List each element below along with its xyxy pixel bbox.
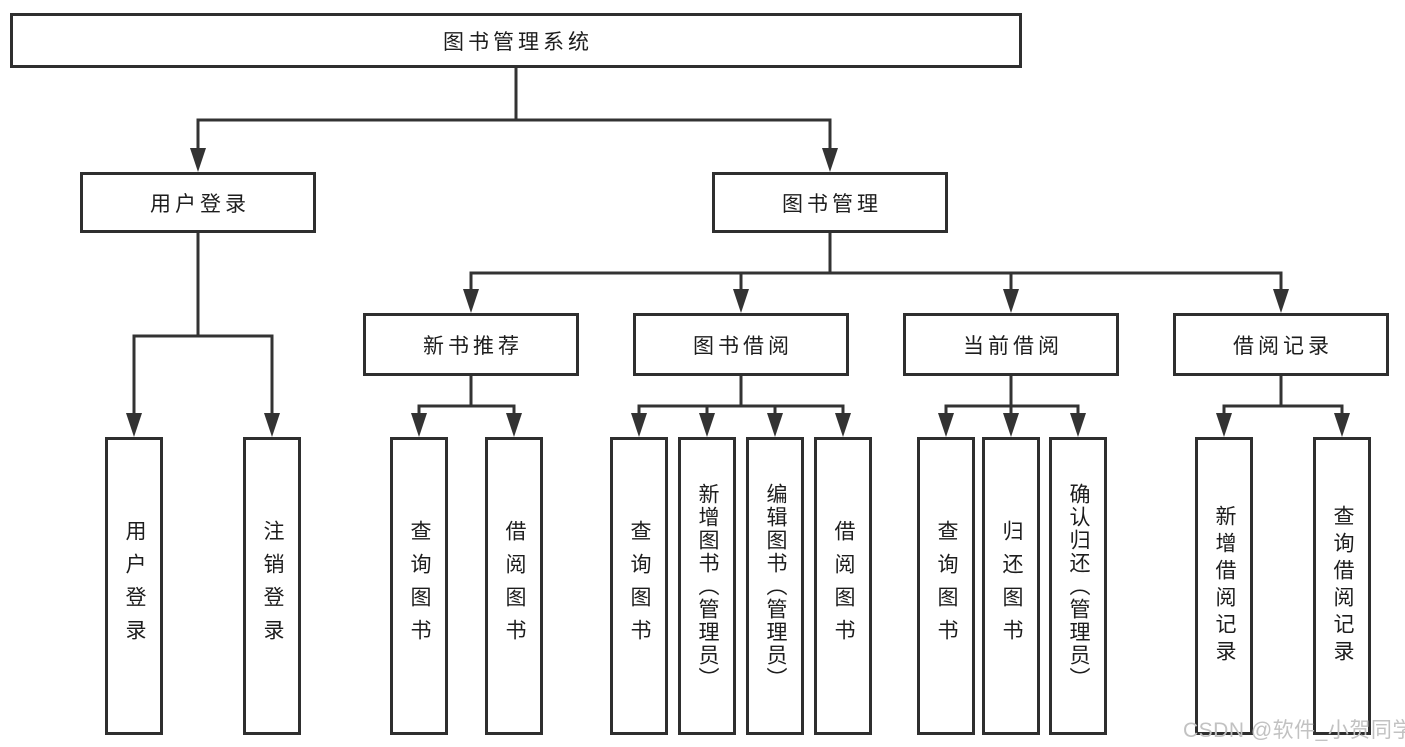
node-current-borrowing: 当前借阅 xyxy=(903,313,1119,376)
node-borrowing-records: 借阅记录 xyxy=(1173,313,1389,376)
node-label: 新书推荐 xyxy=(423,334,523,358)
leaf-label: 编辑图书（管理员） xyxy=(764,482,787,690)
node-book-borrowing: 图书借阅 xyxy=(633,313,849,376)
csdn-watermark: CSDN @软件_小贺同学 xyxy=(1183,719,1405,742)
leaf-edit-books-admin: 编辑图书（管理员） xyxy=(746,437,804,735)
node-label: 图书管理系统 xyxy=(443,30,593,54)
leaf-label: 查询借阅记录 xyxy=(1331,505,1354,667)
leaf-label: 新增借阅记录 xyxy=(1213,505,1236,667)
leaf-label: 借阅图书 xyxy=(503,520,526,652)
leaf-label: 查询图书 xyxy=(628,520,651,652)
leaf-return-books: 归还图书 xyxy=(982,437,1040,735)
leaf-query-borrow-record: 查询借阅记录 xyxy=(1313,437,1371,735)
leaf-label: 新增图书（管理员） xyxy=(696,482,719,690)
leaf-query-books-current: 查询图书 xyxy=(917,437,975,735)
node-label: 图书管理 xyxy=(782,192,882,216)
leaf-label: 确认归还（管理员） xyxy=(1067,482,1090,690)
leaf-add-books-admin: 新增图书（管理员） xyxy=(678,437,736,735)
leaf-add-borrow-record: 新增借阅记录 xyxy=(1195,437,1253,735)
node-label: 借阅记录 xyxy=(1233,334,1333,358)
node-library-management-system: 图书管理系统 xyxy=(10,13,1022,68)
node-label: 当前借阅 xyxy=(963,334,1063,358)
node-book-management: 图书管理 xyxy=(712,172,948,233)
leaf-user-login: 用户登录 xyxy=(105,437,163,735)
leaf-query-books-borrowing: 查询图书 xyxy=(610,437,668,735)
leaf-label: 借阅图书 xyxy=(832,520,855,652)
leaf-logout-login: 注销登录 xyxy=(243,437,301,735)
leaf-confirm-return-admin: 确认归还（管理员） xyxy=(1049,437,1107,735)
node-new-book-recommendation: 新书推荐 xyxy=(363,313,579,376)
node-user-login: 用户登录 xyxy=(80,172,316,233)
leaf-label: 归还图书 xyxy=(1000,520,1023,652)
node-label: 用户登录 xyxy=(150,192,250,216)
node-label: 图书借阅 xyxy=(693,334,793,358)
leaf-label: 用户登录 xyxy=(123,520,146,652)
leaf-label: 查询图书 xyxy=(935,520,958,652)
leaf-borrow-books-borrowing: 借阅图书 xyxy=(814,437,872,735)
arrowheads xyxy=(126,148,1350,437)
leaf-borrow-books-recommend: 借阅图书 xyxy=(485,437,543,735)
leaf-query-books-recommend: 查询图书 xyxy=(390,437,448,735)
leaf-label: 注销登录 xyxy=(261,520,284,652)
leaf-label: 查询图书 xyxy=(408,520,431,652)
